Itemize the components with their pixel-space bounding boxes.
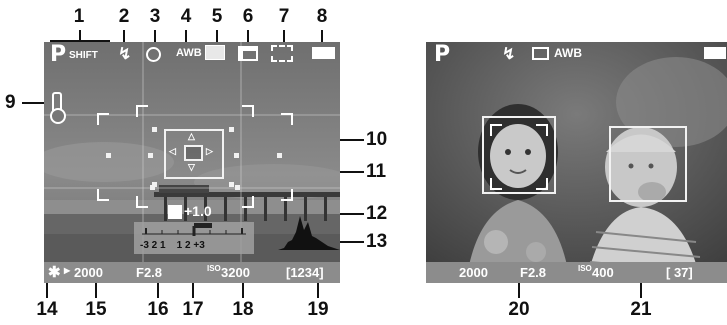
af-arrow-up-icon: △ — [188, 131, 195, 142]
af-inner-corner-tr — [242, 105, 254, 117]
callout-21: 21 — [630, 300, 651, 319]
callout-5: 5 — [212, 7, 223, 26]
ae-indicator-arrow-icon: ▶ — [64, 266, 70, 275]
ev-scale-ticks — [134, 222, 254, 238]
callout-4: 4 — [181, 7, 192, 26]
callout-13: 13 — [366, 232, 387, 251]
exposure-comp-value: +1.0 — [184, 203, 212, 219]
leader-16 — [157, 282, 159, 298]
custom-image-icon — [205, 45, 225, 60]
flash-icon: ↯ — [502, 44, 515, 64]
callout-10: 10 — [366, 130, 387, 149]
aperture-value: F2.8 — [520, 265, 546, 280]
af-inner-corner-br — [242, 196, 254, 208]
face-frame-corner-br — [536, 178, 548, 190]
callout-3: 3 — [150, 7, 161, 26]
af-point — [229, 127, 234, 132]
shift-indicator: SHIFT — [69, 50, 98, 61]
leader-14 — [46, 282, 48, 298]
right-live-view-screen: P ↯ AWB 2000 F2.8 ISO 400 [ 37] — [426, 42, 727, 283]
callout-8: 8 — [317, 7, 328, 26]
shutter-speed: 2000 — [459, 265, 488, 280]
af-arrow-right-icon: ▷ — [206, 146, 213, 157]
leader-13 — [338, 241, 364, 243]
mode-indicator: P — [434, 42, 450, 67]
callout-18: 18 — [232, 300, 253, 319]
af-point — [152, 127, 157, 132]
focus-point — [184, 145, 203, 161]
af-corner-bl — [97, 189, 109, 201]
callout-6: 6 — [243, 7, 254, 26]
ae-lock-icon: ✱ — [48, 263, 61, 281]
drive-mode-icon — [532, 47, 549, 60]
leader-18 — [242, 282, 244, 298]
af-corner-tr — [281, 113, 293, 125]
callout-2: 2 — [119, 7, 130, 26]
self-timer-icon — [146, 47, 161, 62]
drive-mode-icon — [238, 46, 258, 61]
shutter-speed: 2000 — [74, 265, 103, 280]
callout-14: 14 — [36, 300, 57, 319]
callout-7: 7 — [279, 7, 290, 26]
iso-label: ISO — [578, 264, 592, 273]
callout-1: 1 — [74, 7, 85, 26]
leader-19 — [317, 282, 319, 298]
callout-11: 11 — [366, 162, 386, 181]
left-live-view-screen: P SHIFT ↯ AWB △ ▽ ◁ ▷ +1.0 -3 — [44, 42, 340, 283]
shots-remaining: [ 37] — [666, 265, 693, 280]
white-balance-indicator: AWB — [554, 46, 582, 60]
callout-12: 12 — [366, 204, 387, 223]
flash-icon: ↯ — [118, 44, 131, 64]
aperture-value: F2.8 — [136, 265, 162, 280]
histogram — [278, 210, 340, 252]
af-corner-tl — [97, 113, 109, 125]
ev-scale-labels: -3 2 1 1 2 +3 — [140, 240, 205, 251]
shots-remaining: [1234] — [286, 265, 324, 280]
callout-20: 20 — [508, 300, 529, 319]
face-frame-corner-tl — [490, 124, 502, 136]
leader-9 — [22, 102, 44, 104]
af-arrow-down-icon: ▽ — [188, 162, 195, 173]
af-point — [106, 153, 111, 158]
af-point — [235, 185, 240, 190]
callout-9: 9 — [5, 93, 16, 112]
af-point — [148, 153, 153, 158]
temperature-warning-bulb — [50, 108, 66, 124]
exposure-comp-icon — [168, 205, 182, 219]
mode-indicator: P — [50, 42, 66, 67]
leader-1 — [79, 30, 81, 40]
af-point — [234, 153, 239, 158]
battery-icon — [704, 47, 726, 59]
af-point — [229, 182, 234, 187]
leader-15 — [95, 282, 97, 298]
iso-label: ISO — [207, 264, 221, 273]
battery-icon — [312, 47, 335, 59]
callout-16: 16 — [147, 300, 168, 319]
af-arrow-left-icon: ◁ — [169, 146, 176, 157]
af-point — [277, 153, 282, 158]
face-frame-corner-tr — [536, 124, 548, 136]
white-balance-indicator: AWB — [176, 47, 202, 59]
af-corner-br — [281, 189, 293, 201]
iso-value: 3200 — [221, 265, 250, 280]
callout-19: 19 — [307, 300, 328, 319]
callout-15: 15 — [85, 300, 106, 319]
sub-face-detection-frame — [609, 126, 687, 202]
callout-17: 17 — [182, 300, 203, 319]
af-inner-corner-bl — [136, 196, 148, 208]
af-point — [150, 185, 155, 190]
af-inner-corner-tl — [136, 105, 148, 117]
iso-value: 400 — [592, 265, 614, 280]
no-card-icon — [271, 45, 293, 62]
face-frame-corner-bl — [490, 178, 502, 190]
